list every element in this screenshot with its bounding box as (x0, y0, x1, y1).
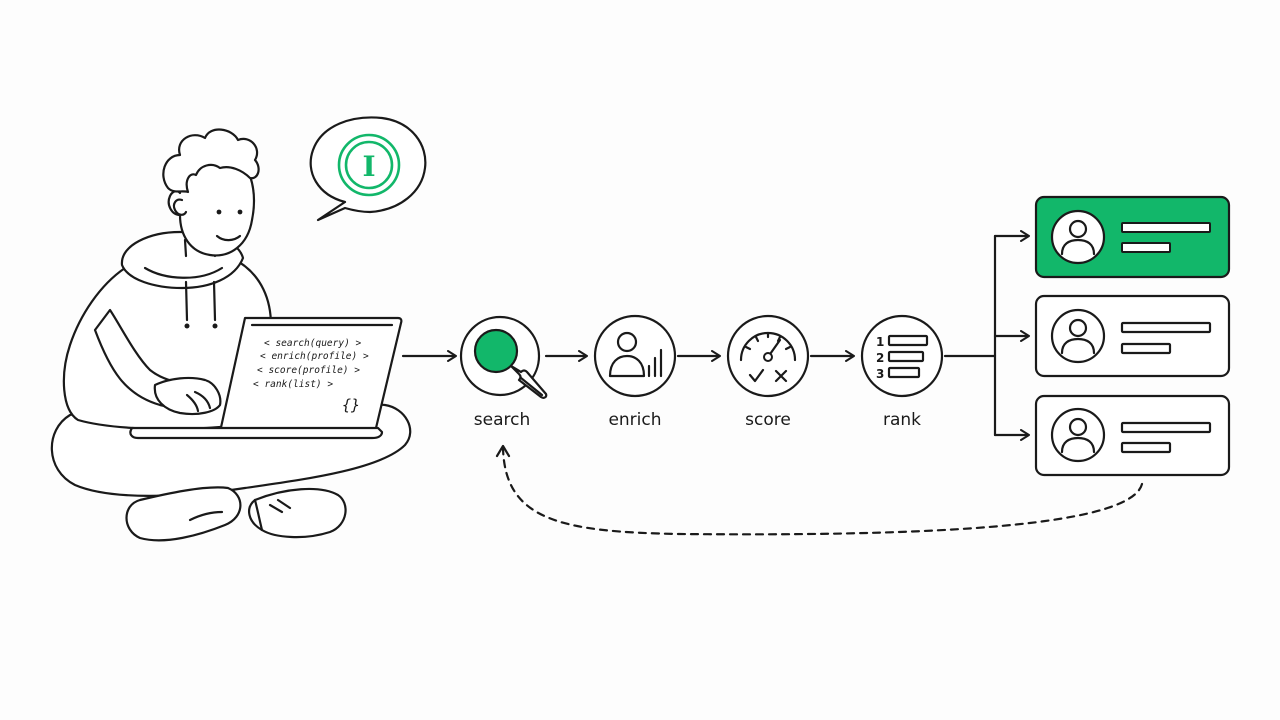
user-avatar-icon (1050, 407, 1106, 463)
code-line: < score(profile) > (257, 365, 360, 376)
rank-number: 2 (876, 351, 884, 365)
code-line: < enrich(profile) > (260, 351, 369, 362)
pipeline-arrows (401, 230, 1030, 441)
coin-i-icon: I (337, 133, 401, 197)
step-label: score (745, 410, 791, 430)
person-right-shoe (248, 487, 347, 539)
step-score: score (726, 314, 810, 430)
user-avatar-icon (1050, 308, 1106, 364)
person-left-foot (125, 486, 242, 542)
rank-number: 1 (876, 335, 884, 349)
rank-number: 3 (876, 367, 884, 381)
profile-chart-icon (608, 331, 663, 378)
step-rank: 1 2 3 rank (860, 314, 944, 430)
step-label: search (474, 410, 530, 430)
person-illustration (50, 128, 412, 542)
step-search: search (459, 315, 548, 430)
user-avatar-icon (1050, 209, 1106, 265)
result-card-3 (1034, 394, 1231, 477)
code-line: < search(query) > (264, 338, 362, 349)
step-label: rank (883, 410, 921, 430)
feedback-loop-arrow (495, 444, 1144, 536)
result-card-1 (1034, 195, 1231, 279)
result-card-2 (1034, 294, 1231, 378)
speech-bubble: I (309, 116, 427, 222)
code-line: < rank(list) > (253, 379, 333, 390)
person-hair (162, 128, 260, 194)
ranked-list-icon: 1 2 3 (876, 334, 929, 381)
braces-icon: {} (342, 396, 360, 414)
step-enrich: enrich (593, 314, 677, 430)
magnifier-icon (473, 328, 548, 399)
gauge-icon (739, 331, 797, 383)
step-label: enrich (608, 410, 661, 430)
coin-letter: I (362, 150, 375, 183)
laptop: < search(query) > < enrich(profile) > < … (129, 316, 403, 440)
laptop-base (129, 426, 384, 440)
